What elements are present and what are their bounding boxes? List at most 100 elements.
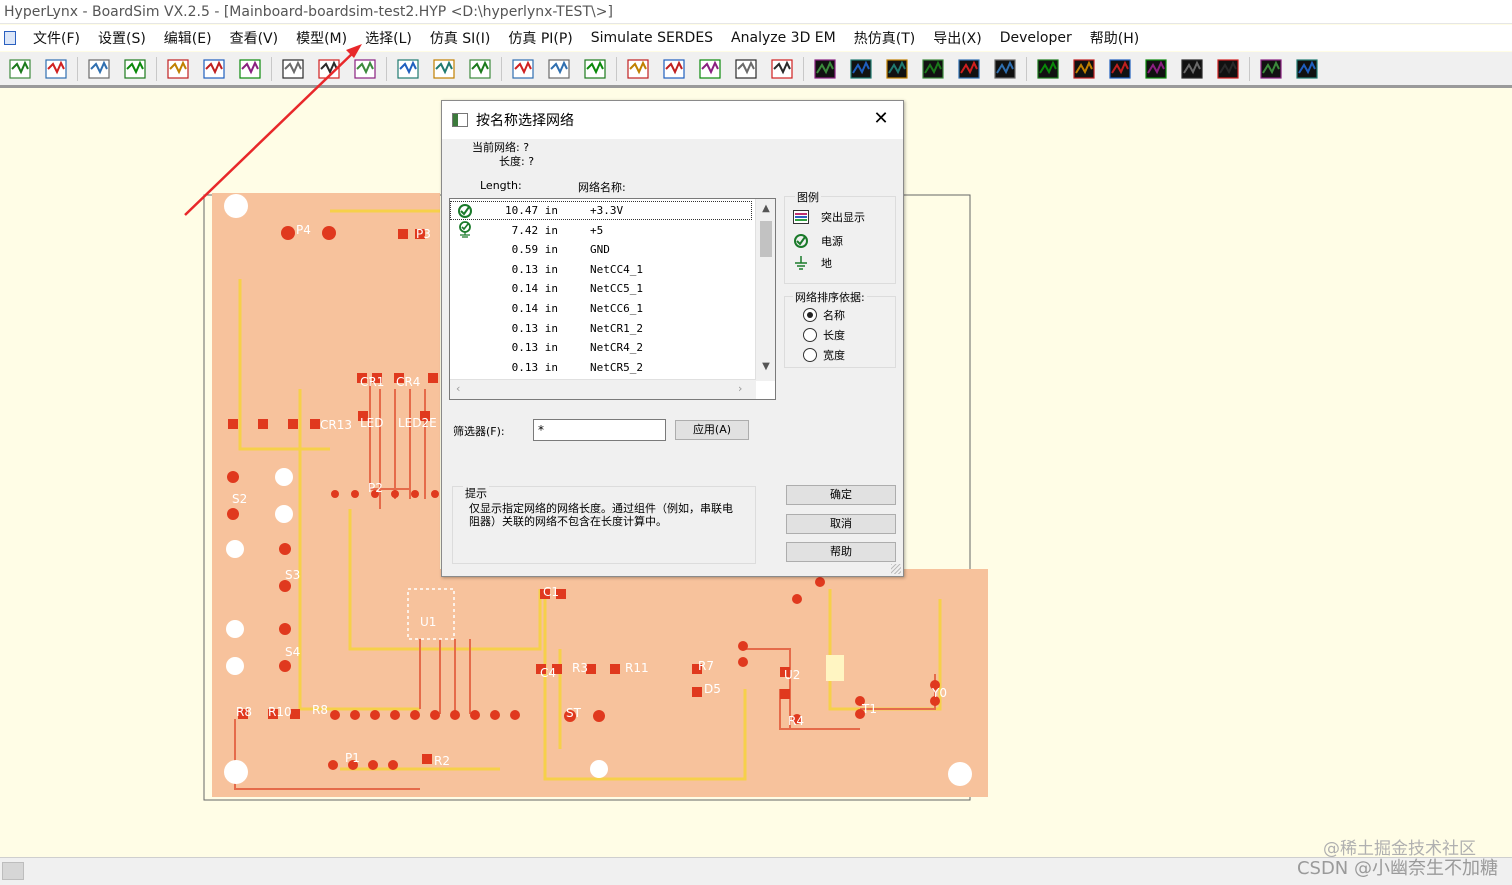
pin-icon[interactable] [431, 57, 457, 81]
open-board-icon[interactable] [7, 57, 33, 81]
net-icon[interactable] [510, 57, 536, 81]
menu-models[interactable]: 模型(M) [296, 31, 348, 47]
model-icon[interactable] [1179, 57, 1205, 81]
cancel-button[interactable]: 取消 [786, 514, 896, 534]
color-icon-glyph [1260, 58, 1282, 79]
net-name: NetCR4_2 [590, 341, 643, 355]
probe-icon-glyph [548, 58, 570, 79]
eye-icon[interactable] [812, 57, 838, 81]
ok-button[interactable]: 确定 [786, 485, 896, 505]
menu-thermal[interactable]: 热仿真(T) [853, 31, 916, 47]
scope-icon[interactable] [884, 57, 910, 81]
silk-label: R8 [236, 705, 252, 719]
layer-stackup-icon[interactable] [237, 57, 263, 81]
menu-file[interactable]: 文件(F) [33, 31, 80, 47]
net-list-row[interactable]: 7.42 in+5 [450, 221, 752, 240]
toolbar-separator [616, 56, 617, 81]
scroll-up-icon[interactable]: ▲ [762, 203, 770, 214]
sort-by-width-radio[interactable]: 宽度 [803, 347, 845, 363]
sparam-icon[interactable] [1143, 57, 1169, 81]
scroll-left-icon[interactable]: ‹ [456, 382, 461, 395]
coupling-icon[interactable] [733, 57, 759, 81]
close-icon[interactable]: ✕ [873, 108, 889, 129]
color-icon[interactable] [1258, 57, 1284, 81]
menu-export[interactable]: 导出(X) [933, 31, 982, 47]
menu-setup[interactable]: 设置(S) [97, 31, 146, 47]
menu-edit[interactable]: 编辑(E) [163, 31, 212, 47]
apply-button[interactable]: 应用(A) [675, 420, 749, 440]
help-button[interactable]: 帮助 [786, 542, 896, 562]
scroll-down-icon[interactable]: ▼ [762, 361, 770, 372]
app-icon[interactable] [4, 31, 16, 45]
menu-select[interactable]: 选择(L) [365, 31, 412, 47]
graph-icon[interactable] [848, 57, 874, 81]
silk-label: CR13 [320, 418, 352, 432]
pad-group [227, 226, 940, 770]
report-icon[interactable] [467, 57, 493, 81]
print-icon[interactable] [165, 57, 191, 81]
menu-view[interactable]: 查看(V) [229, 31, 279, 47]
netlist-icon[interactable] [395, 57, 421, 81]
batch-icon[interactable] [1294, 57, 1320, 81]
zoom-fit-icon[interactable] [352, 57, 378, 81]
menu-developer[interactable]: Developer [999, 30, 1072, 46]
bar-chart-icon[interactable] [992, 57, 1018, 81]
menu-simulate-si[interactable]: 仿真 SI(I) [429, 31, 491, 47]
filter-label: 筛选器(F): [453, 425, 505, 438]
signal-icon[interactable] [769, 57, 795, 81]
select-net-icon[interactable] [661, 57, 687, 81]
analyzer-icon[interactable] [1107, 57, 1133, 81]
open-file-icon[interactable] [43, 57, 69, 81]
vertical-scrollbar[interactable]: ▲ ▼ [755, 199, 775, 381]
resize-grip[interactable] [891, 564, 901, 574]
toolbar-separator [803, 56, 804, 81]
zoom-in-icon[interactable] [280, 57, 306, 81]
menu-simulate-serdes[interactable]: Simulate SERDES [590, 30, 714, 46]
toolbar-separator [156, 56, 157, 81]
horizontal-scrollbar[interactable]: ‹ › [450, 379, 756, 399]
new-icon[interactable] [86, 57, 112, 81]
scroll-right-icon[interactable]: › [738, 382, 743, 395]
sweep-icon[interactable] [1035, 57, 1061, 81]
window-title-bar: HyperLynx - BoardSim VX.2.5 - [Mainboard… [0, 0, 1512, 24]
export-icon[interactable] [201, 57, 227, 81]
probe-icon[interactable] [546, 57, 572, 81]
ami-icon[interactable] [1215, 57, 1241, 81]
radio-indicator[interactable] [803, 308, 817, 322]
silk-label: ST [566, 706, 582, 720]
silk-label: S3 [285, 568, 300, 582]
save-icon[interactable] [122, 57, 148, 81]
net-length: 10.47 in [505, 204, 558, 217]
scroll-thumb[interactable] [760, 221, 772, 257]
radio-indicator[interactable] [803, 348, 817, 362]
blank-icon [454, 261, 476, 277]
net-name: NetCC6_1 [590, 302, 643, 315]
terminator-icon[interactable] [697, 57, 723, 81]
zoom-out-icon[interactable] [316, 57, 342, 81]
radio-indicator[interactable] [803, 328, 817, 342]
waveform-icon[interactable] [582, 57, 608, 81]
menu-simulate-pi[interactable]: 仿真 PI(P) [508, 31, 573, 47]
net-list-row[interactable]: 10.47 in+3.3V [450, 201, 752, 220]
filter-input[interactable]: * [533, 419, 666, 441]
hint-group: 提示 仅显示指定网络的网络长度。通过组件（例如，串联电阻器）关联的网络不包含在长… [452, 485, 756, 564]
sort-by-length-radio[interactable]: 长度 [803, 327, 845, 343]
board-canvas[interactable]: P4 P3 CR1 CR4 CR13 LED LED2E S2 S3 S4 P2… [0, 89, 1512, 857]
spectrum-icon[interactable] [920, 57, 946, 81]
menu-analyze-3d-em[interactable]: Analyze 3D EM [731, 30, 836, 46]
crosstalk-icon[interactable] [625, 57, 651, 81]
hint-text: 仅显示指定网络的网络长度。通过组件（例如，串联电阻器）关联的网络不包含在长度计算… [469, 502, 733, 528]
impedance-icon[interactable] [956, 57, 982, 81]
status-bar-button[interactable] [2, 862, 24, 880]
ddr-icon[interactable] [1071, 57, 1097, 81]
sort-by-name-radio[interactable]: 名称 [803, 307, 845, 323]
menu-help[interactable]: 帮助(H) [1089, 31, 1140, 47]
